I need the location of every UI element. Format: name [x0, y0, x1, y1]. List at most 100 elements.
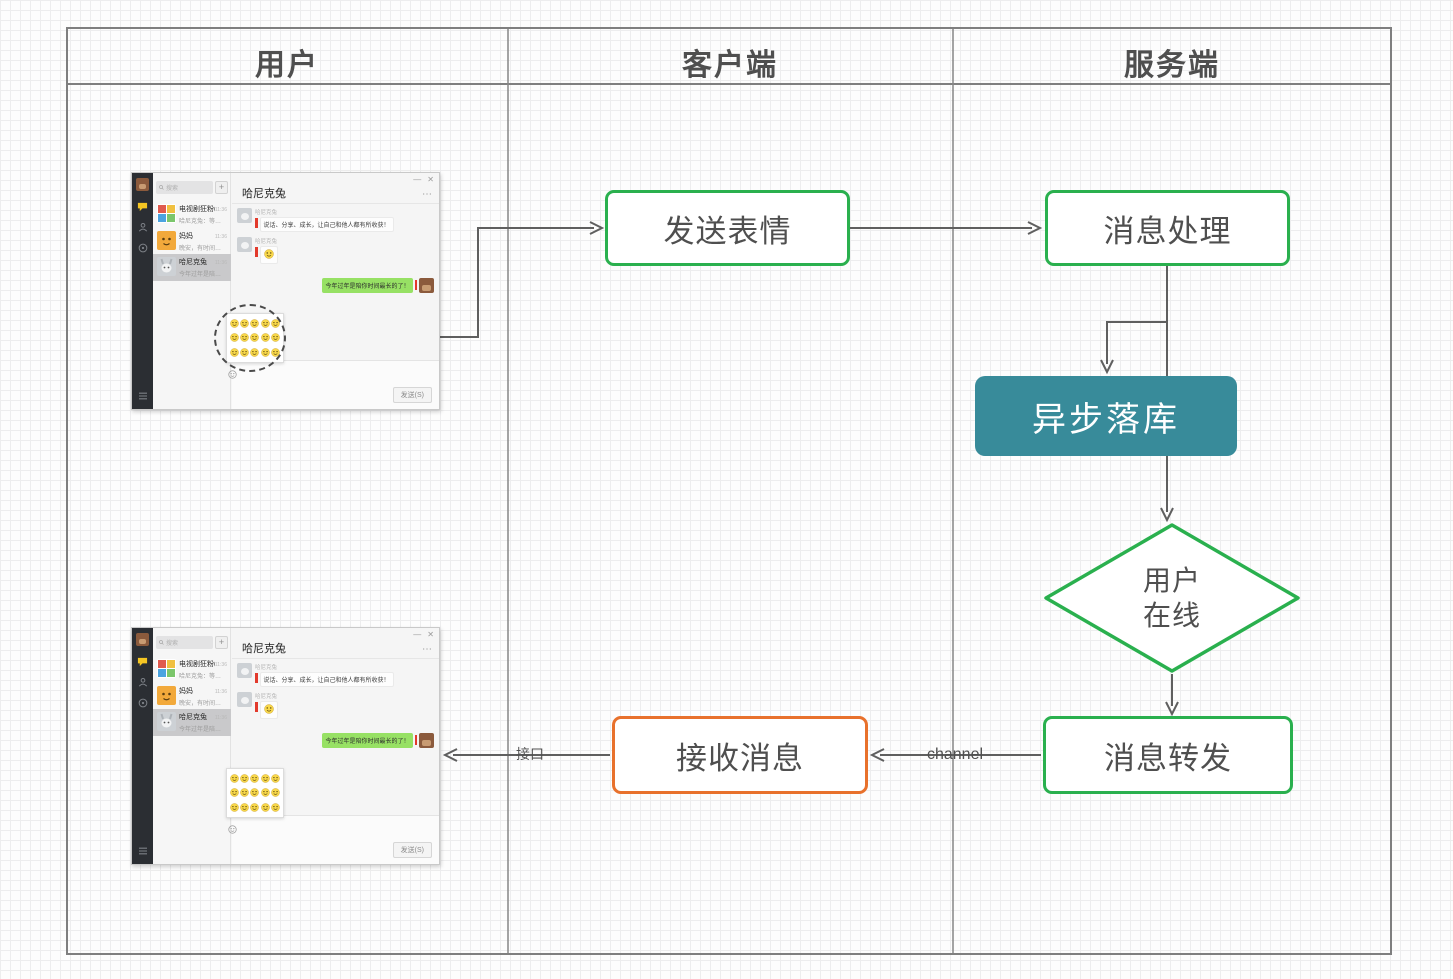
user-avatar[interactable]: [136, 633, 149, 646]
message-sent: 今年过年是陪你时间最长的了！: [237, 278, 434, 293]
lane-title-server: 服务端: [1124, 49, 1220, 82]
menu-icon[interactable]: [137, 845, 149, 857]
chat-main-panel: — ✕ 哈尼克兔 ⋯ 哈尼克兔 说话、分享、成长，让自己和他人都有所收获！: [232, 628, 439, 864]
search-icon: [159, 640, 164, 645]
search-icon: [159, 185, 164, 190]
emoji-cell[interactable]: [260, 800, 270, 815]
discover-icon[interactable]: [137, 697, 149, 709]
red-mark: [255, 247, 258, 257]
emoji-trigger-icon[interactable]: [228, 821, 237, 834]
rabbit-avatar[interactable]: [237, 237, 252, 252]
emoji-cell[interactable]: [260, 771, 270, 786]
red-mark: [255, 673, 258, 683]
more-icon[interactable]: ⋯: [422, 644, 433, 655]
send-button[interactable]: 发送(S): [392, 387, 432, 403]
emoji-message: [259, 246, 278, 264]
emoji-cell[interactable]: [229, 800, 239, 815]
sender-name: 哈尼克兔: [255, 665, 278, 671]
emoji-cell[interactable]: [250, 786, 260, 801]
ox-avatar[interactable]: [419, 733, 434, 748]
tiger-avatar: [157, 231, 176, 250]
diamond-text-line2: 在线: [1142, 600, 1201, 631]
more-icon[interactable]: ⋯: [422, 189, 433, 200]
rabbit-avatar[interactable]: [237, 692, 252, 707]
emoji-cell[interactable]: [229, 786, 239, 801]
wechat-sidebar: [132, 173, 153, 409]
lane-title-client: 客户端: [682, 49, 778, 82]
emoji-panel: [226, 768, 284, 818]
lane-title-user: 用户: [255, 49, 319, 82]
emoji-cell[interactable]: [250, 800, 260, 815]
emoji-trigger-icon[interactable]: [228, 366, 237, 379]
input-area[interactable]: 发送(S): [232, 361, 439, 409]
sent-bubble: 今年过年是陪你时间最长的了！: [322, 278, 413, 293]
search-placeholder: 搜索: [166, 186, 179, 192]
node-async-db[interactable]: 异步落库: [975, 376, 1237, 456]
emoji-cell[interactable]: [239, 786, 249, 801]
message-received-1: 哈尼克兔 说话、分享、成长，让自己和他人都有所收获！: [237, 663, 434, 687]
group-avatar: [157, 204, 176, 223]
contacts-icon[interactable]: [137, 221, 149, 233]
rabbit-avatar[interactable]: [237, 663, 252, 678]
input-area[interactable]: 发送(S): [232, 816, 439, 864]
edge-label-interface: 接口: [516, 746, 544, 762]
message-bubble: 说话、分享、成长，让自己和他人都有所收获！: [259, 217, 394, 232]
menu-icon[interactable]: [137, 390, 149, 402]
emoji-cell[interactable]: [271, 800, 281, 815]
node-send-emoji[interactable]: 发送表情: [605, 190, 850, 266]
add-chat-button[interactable]: +: [215, 181, 228, 194]
search-input[interactable]: 搜索: [156, 181, 213, 194]
discover-icon[interactable]: [137, 242, 149, 254]
emoji-cell[interactable]: [229, 771, 239, 786]
close-button[interactable]: ✕: [427, 175, 434, 184]
rabbit-avatar: [157, 712, 176, 731]
node-message-forward[interactable]: 消息转发: [1043, 716, 1293, 794]
messages-area: 哈尼克兔 说话、分享、成长，让自己和他人都有所收获！ 哈尼克兔: [232, 204, 439, 361]
emoji-cell[interactable]: [239, 771, 249, 786]
node-user-online[interactable]: 用户 在线: [1042, 522, 1302, 674]
chats-icon[interactable]: [137, 200, 149, 212]
minimize-button[interactable]: —: [413, 630, 422, 639]
chat-main-panel: — ✕ 哈尼克兔 ⋯ 哈尼克兔 说话、分享、成长，让自己和他人都有所收获！: [232, 173, 439, 409]
contacts-icon[interactable]: [137, 676, 149, 688]
wechat-sidebar: [132, 628, 153, 864]
sent-bubble: 今年过年是陪你时间最长的了！: [322, 733, 413, 748]
chats-icon[interactable]: [137, 655, 149, 667]
close-button[interactable]: ✕: [427, 630, 434, 639]
emoji-cell[interactable]: [239, 800, 249, 815]
minimize-button[interactable]: —: [413, 175, 422, 184]
sender-name: 哈尼克兔: [255, 694, 278, 700]
red-mark: [414, 735, 417, 745]
message-bubble: 说话、分享、成长，让自己和他人都有所收获！: [259, 672, 394, 687]
red-mark: [255, 702, 258, 712]
message-received-2: 哈尼克兔: [237, 692, 434, 719]
add-chat-button[interactable]: +: [215, 636, 228, 649]
chat-list-item-group[interactable]: 电视剧狂粉(5)11:36 哈尼克兔：等你回来看: [153, 656, 231, 683]
search-placeholder: 搜索: [166, 641, 179, 647]
message-sent: 今年过年是陪你时间最长的了！: [237, 733, 434, 748]
emoji-cell[interactable]: [271, 771, 281, 786]
chat-list-item-group[interactable]: 电视剧狂粉(5)11:36 哈尼克兔：等你回来看: [153, 201, 231, 228]
ox-avatar[interactable]: [419, 278, 434, 293]
node-receive-message[interactable]: 接收消息: [612, 716, 868, 794]
user-avatar[interactable]: [136, 178, 149, 191]
swimlane-frame: [66, 27, 1392, 955]
edge-label-channel: channel: [926, 746, 984, 763]
rabbit-avatar[interactable]: [237, 208, 252, 223]
group-avatar: [157, 659, 176, 678]
emoji-cell[interactable]: [271, 786, 281, 801]
send-button[interactable]: 发送(S): [392, 842, 432, 858]
annotation-circle: [214, 304, 286, 372]
node-message-process[interactable]: 消息处理: [1045, 190, 1290, 266]
search-input[interactable]: 搜索: [156, 636, 213, 649]
rabbit-avatar: [157, 257, 176, 276]
tiger-avatar: [157, 686, 176, 705]
diamond-shape: [1044, 523, 1300, 673]
emoji-cell[interactable]: [260, 786, 270, 801]
emoji-cell[interactable]: [250, 771, 260, 786]
